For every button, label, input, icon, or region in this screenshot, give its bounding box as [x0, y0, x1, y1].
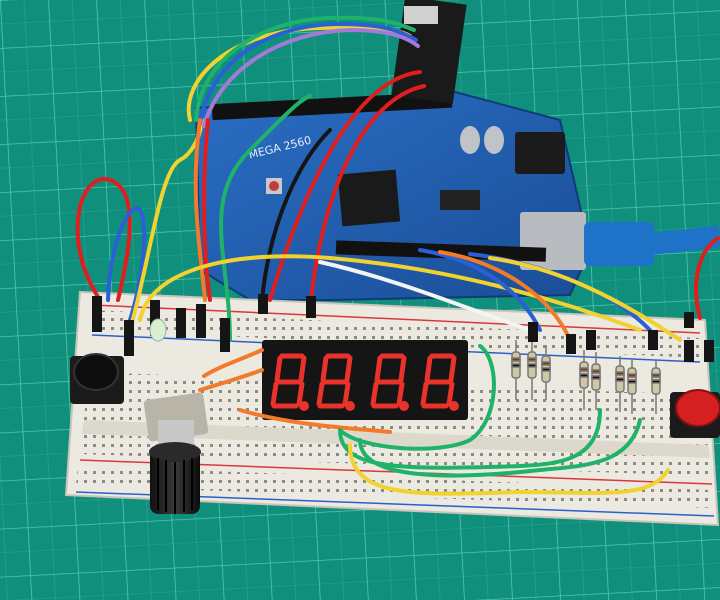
wire-yellow: [138, 254, 642, 332]
seven-segment-display: [262, 340, 468, 420]
wire-orange: [193, 118, 207, 302]
resistor: [541, 345, 551, 400]
digit-1: [270, 353, 309, 411]
wire-green: [358, 418, 642, 478]
wire-orange: [438, 250, 572, 342]
digit-2: [316, 353, 355, 411]
rf-module-chip: [404, 6, 438, 24]
arduino-mega-board: MEGA 2560: [194, 90, 592, 301]
ic-small: [440, 190, 480, 210]
wire-black: [260, 128, 332, 302]
wire-purple: [202, 27, 420, 128]
terminal-strip-bottom: [80, 434, 712, 476]
wire-orange: [198, 368, 264, 392]
wire-red: [268, 70, 422, 302]
resistor: [579, 350, 589, 410]
resistor: [591, 352, 601, 410]
wire-green: [219, 94, 312, 342]
wire-green: [194, 15, 416, 122]
rotary-potentiometer: [143, 392, 209, 514]
wire-orange: [238, 408, 392, 434]
capacitor-1: [460, 126, 480, 154]
jumper-wires: [75, 15, 720, 496]
resistor: [627, 358, 637, 414]
wire-red: [308, 84, 426, 312]
jumper-ends: [92, 294, 714, 362]
wire-green: [338, 408, 602, 470]
wire-red: [202, 118, 212, 302]
resistor: [527, 340, 537, 400]
microcontroller-chip: [337, 169, 401, 227]
wire-red: [75, 177, 132, 302]
red-pushbutton: [670, 389, 720, 438]
center-channel: [82, 420, 710, 458]
usb-b-port: [520, 212, 586, 270]
reset-button-cap: [269, 181, 279, 191]
black-pushbutton: [70, 353, 124, 404]
wire-green: [338, 344, 496, 451]
resistors: [511, 340, 661, 414]
wire-blue: [418, 248, 542, 332]
wire-blue: [106, 206, 147, 322]
power-rail-bottom: [76, 466, 714, 508]
wire-orange: [202, 348, 264, 378]
wire-yellow: [488, 256, 682, 342]
wire-white: [318, 260, 532, 332]
wire-red: [694, 236, 720, 320]
resistor: [511, 340, 521, 400]
power-rail-top: [90, 310, 702, 358]
dc-power-jack: [515, 132, 565, 174]
rf-module: [391, 0, 467, 104]
resistor: [651, 360, 661, 414]
resistor: [615, 356, 625, 412]
wire-yellow: [348, 443, 670, 496]
digit-3: [370, 353, 409, 411]
capacitor-2: [484, 126, 504, 154]
led: [149, 318, 167, 342]
wire-blue: [198, 21, 418, 126]
digit-4: [420, 353, 459, 411]
